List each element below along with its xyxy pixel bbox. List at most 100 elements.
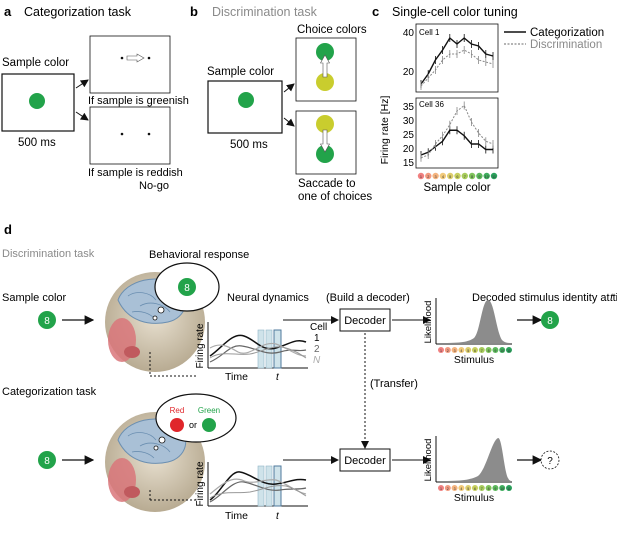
decoded-identity-label: Decoded stimulus identity at time — [472, 292, 617, 304]
color-index-dot — [451, 485, 458, 491]
color-index-label: 7 — [481, 487, 483, 491]
color-index-label: 11 — [507, 349, 511, 353]
color-index-dot — [444, 485, 451, 491]
color-index-dot — [472, 347, 478, 353]
panel-b-saccade-1: Saccade to — [298, 178, 356, 190]
cell1-label: Cell 1 — [419, 28, 440, 37]
color-index-label: 5 — [449, 175, 451, 179]
color-index-dot — [458, 485, 465, 491]
sample-8-bottom — [38, 451, 56, 469]
panel-b-letter: b — [190, 4, 198, 19]
color-index-dot — [485, 485, 492, 491]
color-index-label: 5 — [467, 349, 469, 353]
decoded-result-num: 8 — [547, 316, 553, 327]
panel-b-sample-dot — [238, 92, 254, 108]
unknown-result — [540, 450, 560, 470]
panel-a-go-screen — [89, 35, 171, 94]
color-index-label: 10 — [500, 487, 504, 491]
color-index-dot — [499, 347, 506, 353]
panel-b-arrow-down — [283, 117, 295, 127]
color-index-label: 4 — [442, 175, 445, 179]
saccade-down-icon — [319, 129, 331, 153]
build-decoder-label: (Build a decoder) — [326, 292, 410, 304]
color-index-label: 8 — [488, 349, 490, 353]
transfer-label: (Transfer) — [370, 378, 418, 390]
color-index-label: 9 — [494, 349, 496, 353]
decoder-label-top: Decoder — [344, 315, 386, 327]
stimulus-label-bottom: Stimulus — [454, 492, 494, 504]
panel-b-title: Discrimination task — [212, 5, 318, 19]
behavioral-response-label: Behavioral response — [149, 249, 249, 261]
color-index-dot — [499, 485, 506, 491]
color-index-dot — [468, 172, 476, 180]
color-index-dot — [492, 347, 499, 353]
response-bubble-bottom — [155, 393, 237, 443]
response-num: 8 — [184, 283, 190, 294]
decoder-box-bottom — [339, 448, 391, 472]
color-index-dot — [490, 172, 498, 180]
decoded-result-top — [541, 311, 559, 329]
sample-8-bottom-num: 8 — [44, 456, 50, 467]
panel-b-sample-label: Sample color — [207, 66, 274, 78]
cell-header: Cell — [310, 322, 327, 333]
panel-a-reddish-2: No-go — [139, 180, 169, 192]
color-index-dot — [439, 172, 447, 180]
color-index-label: 3 — [435, 175, 437, 179]
color-index-label: 4 — [460, 349, 462, 353]
panel-d-letter: d — [4, 222, 12, 237]
color-index-label: 8 — [488, 487, 490, 491]
panel-a-sample-label: Sample color — [2, 57, 69, 69]
color-index-label: 3 — [454, 349, 456, 353]
color-index-dot — [438, 485, 444, 491]
color-index-dot — [483, 172, 490, 180]
neural-plot-top — [207, 322, 308, 369]
sample-8-top — [38, 311, 56, 329]
firing-rate-label-bottom: Firing rate — [195, 461, 206, 506]
color-index-dot — [425, 172, 432, 180]
red-choice-dot — [170, 418, 184, 432]
cell1-tick-40: 40 — [403, 28, 415, 39]
color-index-dot — [465, 485, 472, 491]
saccade-up-icon — [319, 54, 331, 78]
cell-1: 1 — [314, 333, 320, 344]
cell1-tick-20: 20 — [403, 67, 415, 78]
color-index-label: 1 — [440, 487, 442, 491]
decoder-box-top — [339, 308, 391, 332]
disc-task-label: Discrimination task — [2, 248, 95, 260]
cell1-plot: Cell 1 40 20 — [403, 23, 499, 93]
cell36-label: Cell 36 — [419, 100, 444, 109]
cell36-tick-15: 15 — [403, 158, 415, 169]
panel-c-xlabel: Sample color — [423, 182, 490, 194]
neural-dynamics-label: Neural dynamics — [227, 292, 309, 304]
color-index-dot — [417, 172, 425, 180]
stimulus-label-top: Stimulus — [454, 354, 494, 366]
cell36-tick-25: 25 — [403, 130, 415, 141]
likelihood-plot-top — [435, 298, 512, 345]
color-index-dot — [492, 485, 499, 491]
red-label: Red — [170, 406, 185, 415]
sample-color-label: Sample color — [2, 292, 67, 304]
panel-a-arrow-nogo — [75, 111, 89, 121]
panel-c-ylabel: Firing rate [Hz] — [379, 95, 391, 164]
color-index-dot — [447, 172, 454, 180]
time-label-top: Time — [225, 371, 248, 383]
color-index-dot — [451, 347, 458, 353]
color-index-label: 7 — [464, 175, 466, 179]
color-index-dot — [476, 172, 483, 180]
color-index-label: 3 — [454, 487, 456, 491]
color-index-label: 4 — [460, 487, 462, 491]
cell36-tick-35: 35 — [403, 102, 415, 113]
color-index-dot — [461, 172, 468, 180]
color-index-label: 6 — [474, 349, 476, 353]
legend-cat-label: Categorization — [530, 27, 604, 39]
saccade-arrow-icon — [126, 53, 145, 63]
color-index-label: 11 — [507, 487, 511, 491]
color-index-label: 8 — [471, 175, 473, 179]
time-label-bottom: Time — [225, 510, 248, 522]
t-label-bottom: t — [276, 511, 280, 522]
panel-b-saccade-2: one of choices — [298, 191, 372, 203]
color-index-dot — [465, 347, 472, 353]
color-index-label: 10 — [500, 349, 504, 353]
